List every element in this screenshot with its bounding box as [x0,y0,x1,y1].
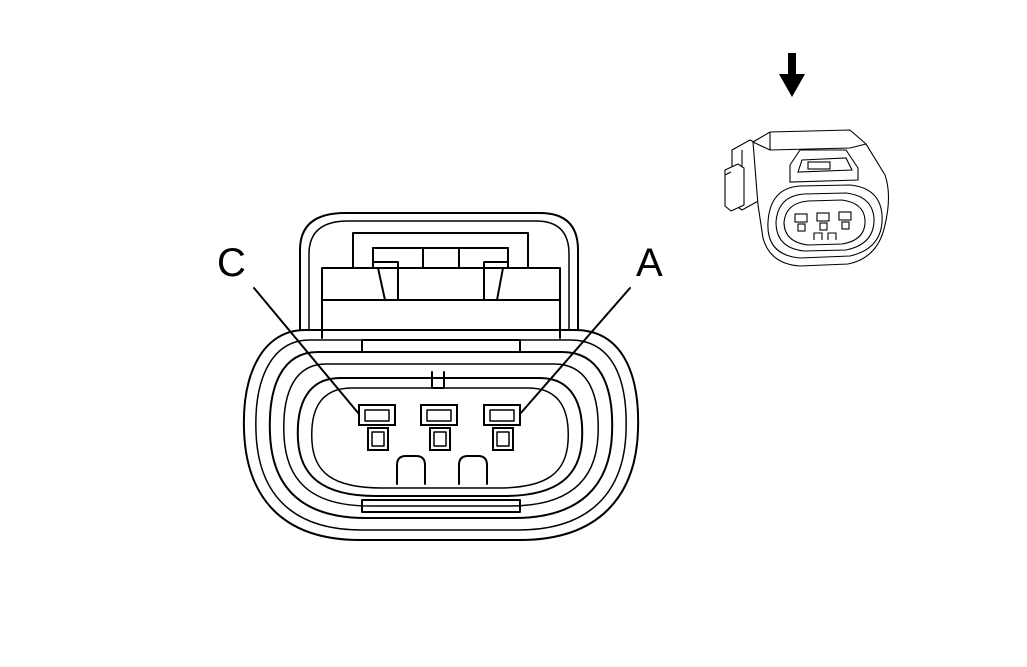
leader-line-a [519,287,631,415]
connector-isometric-view [724,129,890,267]
latch-housing [299,212,579,339]
view-direction-arrow-icon [779,53,805,97]
leader-line-c [253,287,360,415]
guide-bump-right [458,455,488,485]
polarization-key [431,371,445,389]
seal-rings [242,329,640,541]
terminal-cavity-b [420,404,458,451]
guide-bump-left [396,455,426,485]
connector-face-view [242,212,640,541]
terminal-label-c: C [217,241,246,285]
terminal-label-a: A [636,241,663,285]
terminal-cavity-a [483,404,521,451]
terminal-cavity-c [358,404,396,451]
